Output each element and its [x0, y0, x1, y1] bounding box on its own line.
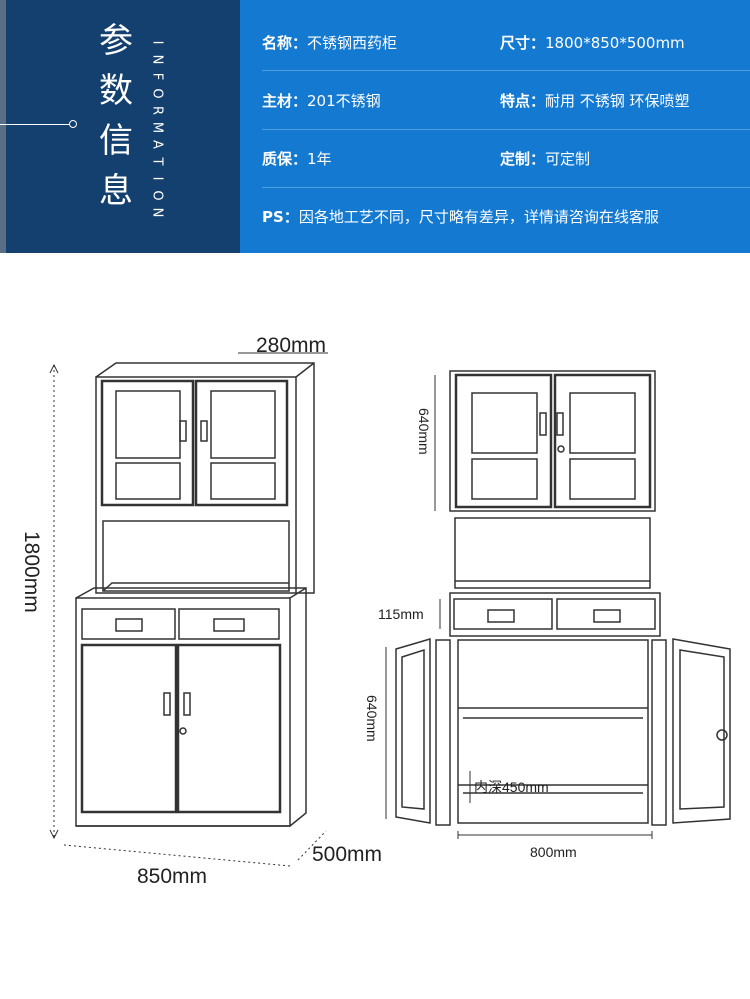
spec-label: 主材： — [262, 92, 308, 110]
depth-label: 500mm — [312, 843, 383, 866]
spec-value: 不锈钢西药柜 — [307, 34, 398, 52]
spec-value: 可定制 — [545, 150, 591, 168]
perspective-cabinet — [75, 362, 315, 827]
spec-name: 名称：不锈钢西药柜 — [262, 33, 397, 53]
spec-value: 1年 — [307, 150, 332, 168]
subtitle-letter: T — [149, 157, 165, 166]
decorative-line — [0, 124, 72, 125]
spec-size: 尺寸：1800*850*500mm — [500, 33, 685, 53]
subtitle-letter: O — [149, 190, 165, 201]
subtitle-letter: I — [149, 176, 165, 181]
title-char: 数 — [99, 71, 133, 111]
subtitle-letter: I — [149, 40, 165, 45]
spec-panel — [240, 0, 750, 253]
subtitle-letter: N — [149, 207, 165, 218]
spec-value: 耐用 不锈钢 环保喷塑 — [545, 92, 690, 110]
divider — [262, 129, 750, 130]
drawer-height-label: 115mm — [378, 606, 424, 622]
width-label: 850mm — [137, 865, 208, 888]
title-char: 息 — [99, 171, 133, 211]
lower-height-label: 640mm — [364, 695, 380, 742]
upper-height-label: 640mm — [416, 408, 432, 455]
spec-value: 1800*850*500mm — [545, 34, 685, 52]
front-cabinet — [449, 370, 661, 637]
divider — [262, 187, 750, 188]
spec-custom: 定制：可定制 — [500, 149, 590, 169]
subtitle-letter: O — [149, 88, 165, 99]
inner-depth-label: 内深450mm — [474, 779, 549, 795]
subtitle-letter: F — [149, 72, 165, 81]
subtitle-letter: R — [149, 105, 165, 116]
spec-material: 主材：201不锈钢 — [262, 91, 381, 111]
section-subtitle-vertical: I N F O R M A T I O N — [149, 34, 165, 221]
cabinet-drawing: 280mm 1800mm 850mm 500mm 640mm 115mm 640… — [0, 253, 750, 999]
spec-label: 质保： — [262, 150, 308, 168]
subtitle-letter: A — [149, 140, 165, 149]
subtitle-letter: M — [149, 121, 165, 134]
cabinet-line-drawing — [49, 352, 731, 867]
title-panel — [0, 0, 240, 253]
open-width-label: 800mm — [530, 844, 577, 860]
open-cabinet — [395, 637, 731, 826]
title-char: 信 — [99, 121, 133, 161]
spec-header: 参 数 信 息 I N F O R M A T I O N 名称：不锈钢西药柜 … — [0, 0, 750, 253]
spec-note: PS：因各地工艺不同，尺寸略有差异，详情请咨询在线客服 — [262, 207, 659, 227]
spec-label: 特点： — [500, 92, 546, 110]
spec-label: PS： — [262, 208, 299, 226]
depth-top-label: 280mm — [256, 334, 327, 357]
decorative-circle-icon — [69, 120, 77, 128]
divider — [262, 70, 750, 71]
panel-edge — [0, 0, 6, 253]
title-char: 参 — [99, 21, 133, 61]
subtitle-letter: N — [149, 54, 165, 65]
section-title: 参 数 信 息 — [96, 16, 136, 216]
spec-value: 201不锈钢 — [307, 92, 381, 110]
dimension-lines — [49, 352, 653, 867]
spec-label: 名称： — [262, 34, 308, 52]
spec-value: 因各地工艺不同，尺寸略有差异，详情请咨询在线客服 — [298, 208, 659, 226]
spec-feature: 特点：耐用 不锈钢 环保喷塑 — [500, 91, 690, 111]
spec-label: 定制： — [500, 150, 546, 168]
spec-label: 尺寸： — [500, 34, 546, 52]
height-total-label: 1800mm — [20, 531, 43, 613]
spec-warranty: 质保：1年 — [262, 149, 332, 169]
